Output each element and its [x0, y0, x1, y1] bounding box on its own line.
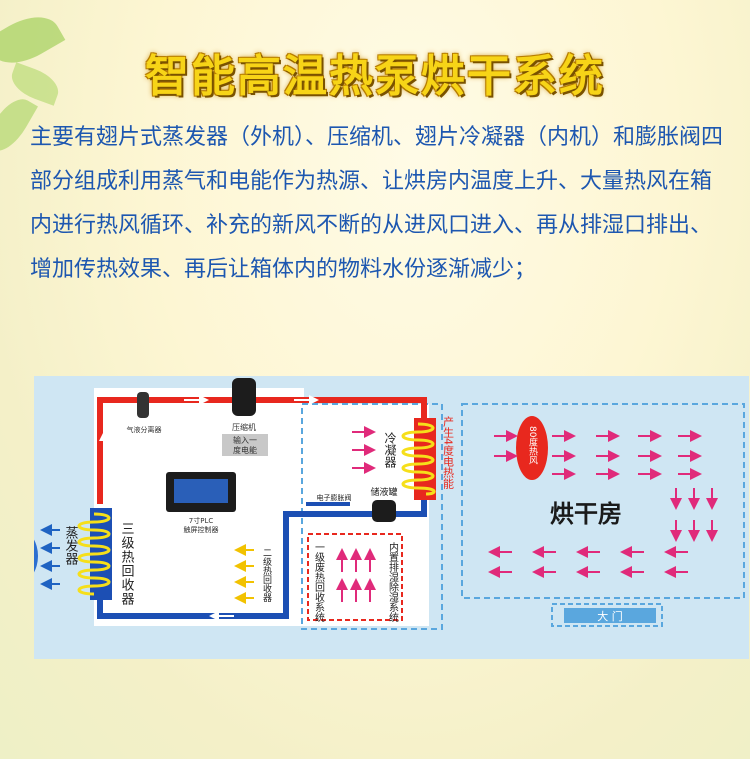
- gate-bar: [564, 608, 656, 623]
- cold-air-arrows: [40, 524, 60, 590]
- gate-outline: [551, 603, 663, 627]
- compressor-label: 压缩机: [232, 422, 256, 432]
- hot-pipe: [97, 397, 427, 504]
- compressor-note-1: 输入一: [233, 435, 257, 445]
- compressor-note-box: [222, 434, 268, 456]
- cold-pipe: [97, 496, 427, 619]
- description-text: 主要有翅片式蒸发器（外机）、压缩机、翅片冷凝器（内机）和膨胀阀四部分组成利用蒸气…: [30, 125, 724, 282]
- drying-room-left-arrows: [488, 546, 688, 578]
- expansion-valve-pipe: [306, 502, 350, 506]
- tertiary-recovery-label: 三级热回收器: [119, 522, 135, 606]
- evaporator-coil: [77, 512, 111, 596]
- evaporator-label: 蒸发器: [63, 526, 79, 566]
- hot-air-badge: [516, 416, 548, 480]
- gas-liquid-separator-label: 气液分离器: [127, 425, 162, 434]
- receiver-icon: [372, 500, 396, 522]
- plc-label-1: 7寸PLC: [189, 516, 214, 525]
- plc-screen: [174, 479, 228, 503]
- secondary-recovery-arrows: [234, 544, 254, 604]
- gate-label: 大 门: [597, 609, 623, 623]
- page-title: 智能高温热泵烘干系统: [145, 51, 605, 102]
- drying-room-down-arrows: [670, 488, 718, 542]
- compressor-note-2: 度电能: [233, 445, 257, 455]
- condenser-label: 冷凝器: [383, 432, 397, 469]
- dehumid-up-arrows: [336, 548, 376, 602]
- system-diagram: 大 门 气液分离器 压缩机 输入一 度电能 7寸PLC 触屏控制器 三级热回收器…: [2, 378, 745, 630]
- drying-room-label: 烘干房: [550, 500, 622, 528]
- plc-label-2: 触屏控制器: [184, 525, 219, 534]
- secondary-recovery-label: 二级热回收器: [261, 548, 272, 602]
- condenser-inlet-arrows: [352, 426, 376, 474]
- condenser-coil: [401, 422, 436, 496]
- hot-air-label: 80度热风: [527, 426, 538, 465]
- cold-air-badge-bg: [2, 530, 38, 582]
- indoor-unit-outline: [301, 403, 443, 630]
- drying-room-right-arrows: [494, 430, 702, 480]
- diagram-panel: 大 门 气液分离器 压缩机 输入一 度电能 7寸PLC 触屏控制器 三级热回收器…: [2, 376, 749, 659]
- drying-room-outline: [461, 403, 745, 599]
- gas-liquid-separator-icon: [137, 392, 149, 418]
- compressor-icon: [232, 378, 256, 416]
- receiver-label: 储液罐: [370, 486, 397, 498]
- heat-output-label: 产生4度电热能: [442, 415, 455, 490]
- builtin-dehumid-label: 内置排湿除湿系统: [387, 541, 399, 622]
- expansion-valve-label: 电子膨胀阀: [317, 493, 352, 502]
- primary-recovery-label: 一级废热回收系统: [313, 542, 325, 622]
